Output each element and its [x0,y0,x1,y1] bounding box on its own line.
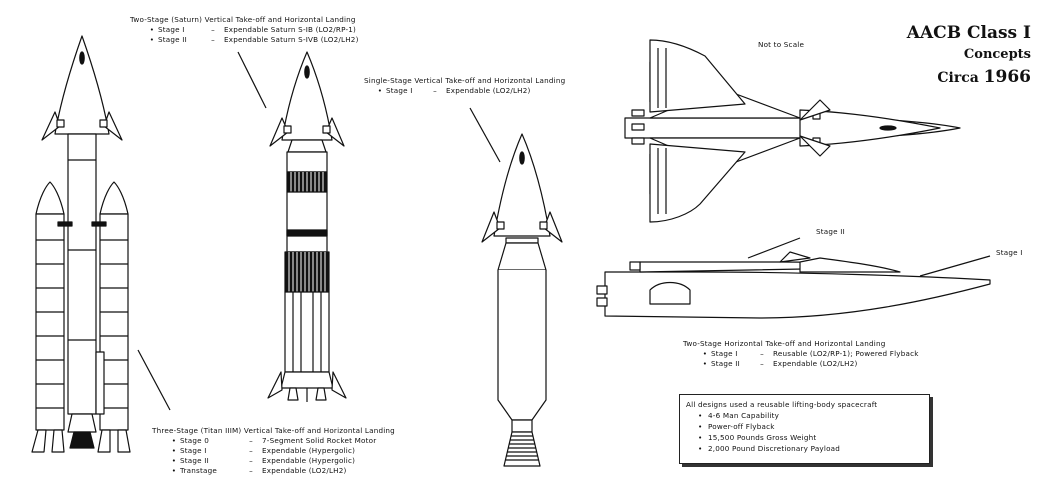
title-line-2: Concepts [963,47,1031,62]
horizontal-row-2: • Stage II – Expendable (LO2/LH2) [702,359,858,368]
titan-row-4: • Transtage – Expendable (LO2/LH2) [171,466,347,475]
titan-row-2: • Stage I – Expendable (Hypergolic) [171,446,356,455]
single-leader-line [469,107,501,163]
horizontal-stage1-label: Stage I [996,248,1023,257]
saturn-vehicle [267,51,347,402]
summary-item: Power-off Flyback [686,421,923,432]
horizontal-heading: Two-Stage Horizontal Take-off and Horizo… [683,339,886,348]
horizontal-side-view [596,251,991,319]
titan-row-3: • Stage II – Expendable (Hypergolic) [171,456,356,465]
single-caption: Single-Stage Vertical Take-off and Horiz… [364,76,565,96]
saturn-leader-line [237,51,267,109]
titan-iiim-vehicle [31,35,131,453]
saturn-row-1: • Stage I – Expendable Saturn S-IB (LO2/… [149,25,357,34]
single-stage-vehicle [481,133,563,470]
not-to-scale-note: Not to Scale [758,40,805,49]
titan-leader-line [137,349,171,411]
single-row-1: • Stage I – Expendable (LO2/LH2) [377,86,531,95]
saturn-row-2: • Stage II – Expendable Saturn S-IVB (LO… [149,35,359,44]
saturn-caption: Two-Stage (Saturn) Vertical Take-off and… [130,15,359,45]
diagram-title: AACB Class I Concepts Circa 1966 [907,22,1031,89]
titan-row-1: • Stage 0 – 7-Segment Solid Rocket Motor [171,436,377,445]
titan-caption: Three-Stage (Titan IIIM) Vertical Take-o… [152,426,395,476]
summary-heading: All designs used a reusable lifting-body… [686,400,878,409]
title-line-3: Circa 1966 [907,66,1031,89]
summary-item: 2,000 Pound Discretionary Payload [686,443,923,454]
horizontal-row-1: • Stage I – Reusable (LO2/RP-1); Powered… [702,349,919,358]
title-year: 1966 [983,67,1031,87]
horizontal-stage2-label: Stage II [816,227,845,236]
title-line-1: AACB Class I [906,23,1031,43]
horizontal-top-view [624,39,961,223]
summary-item: 4-6 Man Capability [686,410,923,421]
summary-box: All designs used a reusable lifting-body… [679,394,930,464]
titan-heading: Three-Stage (Titan IIIM) Vertical Take-o… [152,426,395,435]
saturn-heading: Two-Stage (Saturn) Vertical Take-off and… [130,15,356,24]
horizontal-caption: Two-Stage Horizontal Take-off and Horizo… [683,339,919,369]
title-circa: Circa [937,70,979,86]
stage1-leader-line [919,255,991,277]
summary-item: 15,500 Pounds Gross Weight [686,432,923,443]
stage2-leader-line [747,237,801,259]
single-heading: Single-Stage Vertical Take-off and Horiz… [364,76,566,85]
